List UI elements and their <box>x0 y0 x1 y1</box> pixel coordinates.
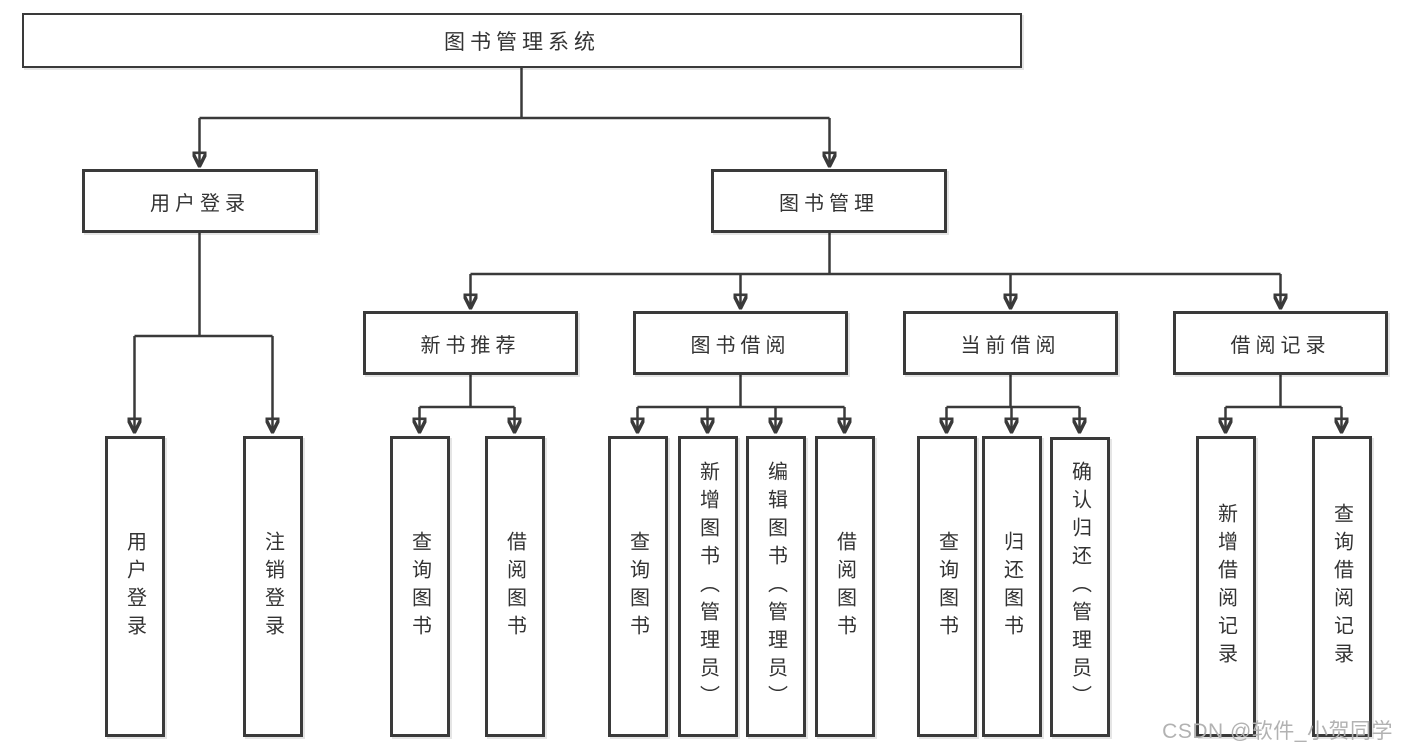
leaf-borrow-books-borrowing: 借阅图书 <box>815 436 875 737</box>
node-current-borrowing: 当前借阅 <box>903 311 1118 375</box>
leaf-query-books-borrowing: 查询图书 <box>608 436 668 737</box>
leaf-query-borrow-record: 查询借阅记录 <box>1312 436 1372 737</box>
leaf-query-books-recommend: 查询图书 <box>390 436 450 737</box>
leaf-edit-book-admin: 编辑图书（管理员） <box>746 436 806 737</box>
leaf-return-books: 归还图书 <box>982 436 1042 737</box>
node-book-management: 图书管理 <box>711 169 947 233</box>
node-library-management-system: 图书管理系统 <box>22 13 1022 68</box>
leaf-logout-login: 注销登录 <box>243 436 303 737</box>
leaf-query-books-current: 查询图书 <box>917 436 977 737</box>
node-book-borrowing: 图书借阅 <box>633 311 848 375</box>
leaf-user-login: 用户登录 <box>105 436 165 737</box>
leaf-add-borrow-record: 新增借阅记录 <box>1196 436 1256 737</box>
watermark: CSDN @软件_小贺同学 <box>1162 720 1393 743</box>
leaf-confirm-return-admin: 确认归还（管理员） <box>1050 437 1110 737</box>
node-borrowing-records: 借阅记录 <box>1173 311 1388 375</box>
node-user-login: 用户登录 <box>82 169 318 233</box>
node-new-book-recommendation: 新书推荐 <box>363 311 578 375</box>
leaf-borrow-books-recommend: 借阅图书 <box>485 436 545 737</box>
leaf-add-book-admin: 新增图书（管理员） <box>678 436 738 737</box>
